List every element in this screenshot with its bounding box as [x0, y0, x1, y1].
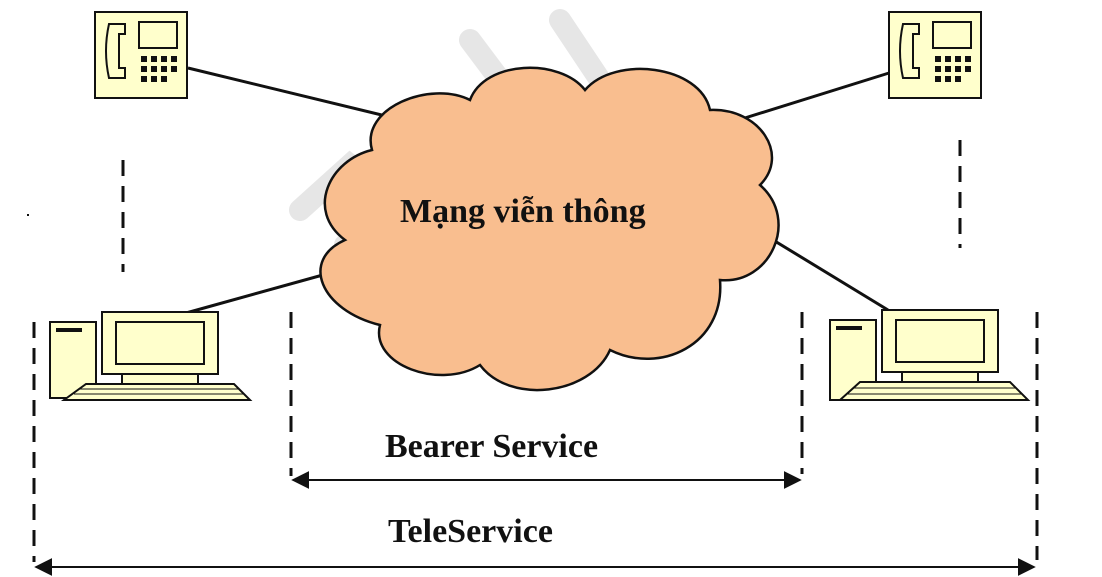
- telecom-network-cloud: [319, 66, 780, 392]
- link-phone-left: [187, 66, 391, 119]
- network-label: Mạng viễn thông: [400, 193, 646, 230]
- computer-right-icon: [829, 309, 1031, 401]
- link-phone-right: [731, 71, 890, 124]
- dashed-guides: [32, 140, 1039, 562]
- telephone-right-icon: [888, 11, 982, 99]
- teleservice-label: TeleService: [388, 513, 553, 550]
- link-computer-right: [759, 230, 889, 312]
- computer-left-icon: [49, 311, 253, 401]
- telephone-left-icon: [94, 11, 188, 99]
- bearer-service-label: Bearer Service: [385, 428, 599, 465]
- connections: [185, 66, 890, 315]
- stray-mark: [27, 214, 29, 216]
